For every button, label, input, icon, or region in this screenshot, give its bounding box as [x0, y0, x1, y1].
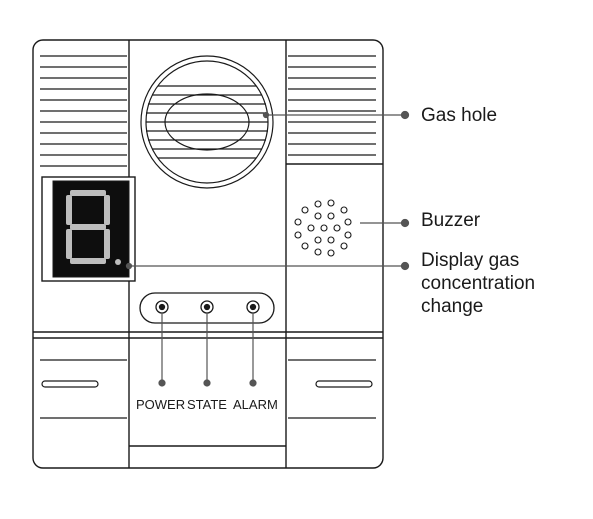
display-label-line1: Display gas: [421, 250, 520, 271]
display-label-line2: concentration: [421, 273, 536, 294]
state-indicator-label: STATE: [187, 397, 227, 412]
gas-hole-grille: [140, 55, 274, 189]
buzzer-label: Buzzer: [421, 210, 481, 231]
buzzer-holes: [294, 199, 352, 257]
alarm-indicator-label: ALARM: [233, 397, 278, 412]
led-panel: [139, 292, 275, 324]
gas-hole-label: Gas hole: [421, 105, 498, 126]
power-indicator-label: POWER: [136, 397, 186, 412]
display-label: Display gas concentration change: [421, 249, 535, 318]
display-label-line3: change: [421, 296, 484, 317]
right-vent-slats: [288, 55, 376, 156]
left-vent-slats: [40, 55, 127, 167]
display-window: [41, 176, 136, 282]
detector-housing: [32, 39, 384, 469]
lower-slots: [40, 359, 376, 419]
seven-segment-digit: [66, 190, 121, 265]
